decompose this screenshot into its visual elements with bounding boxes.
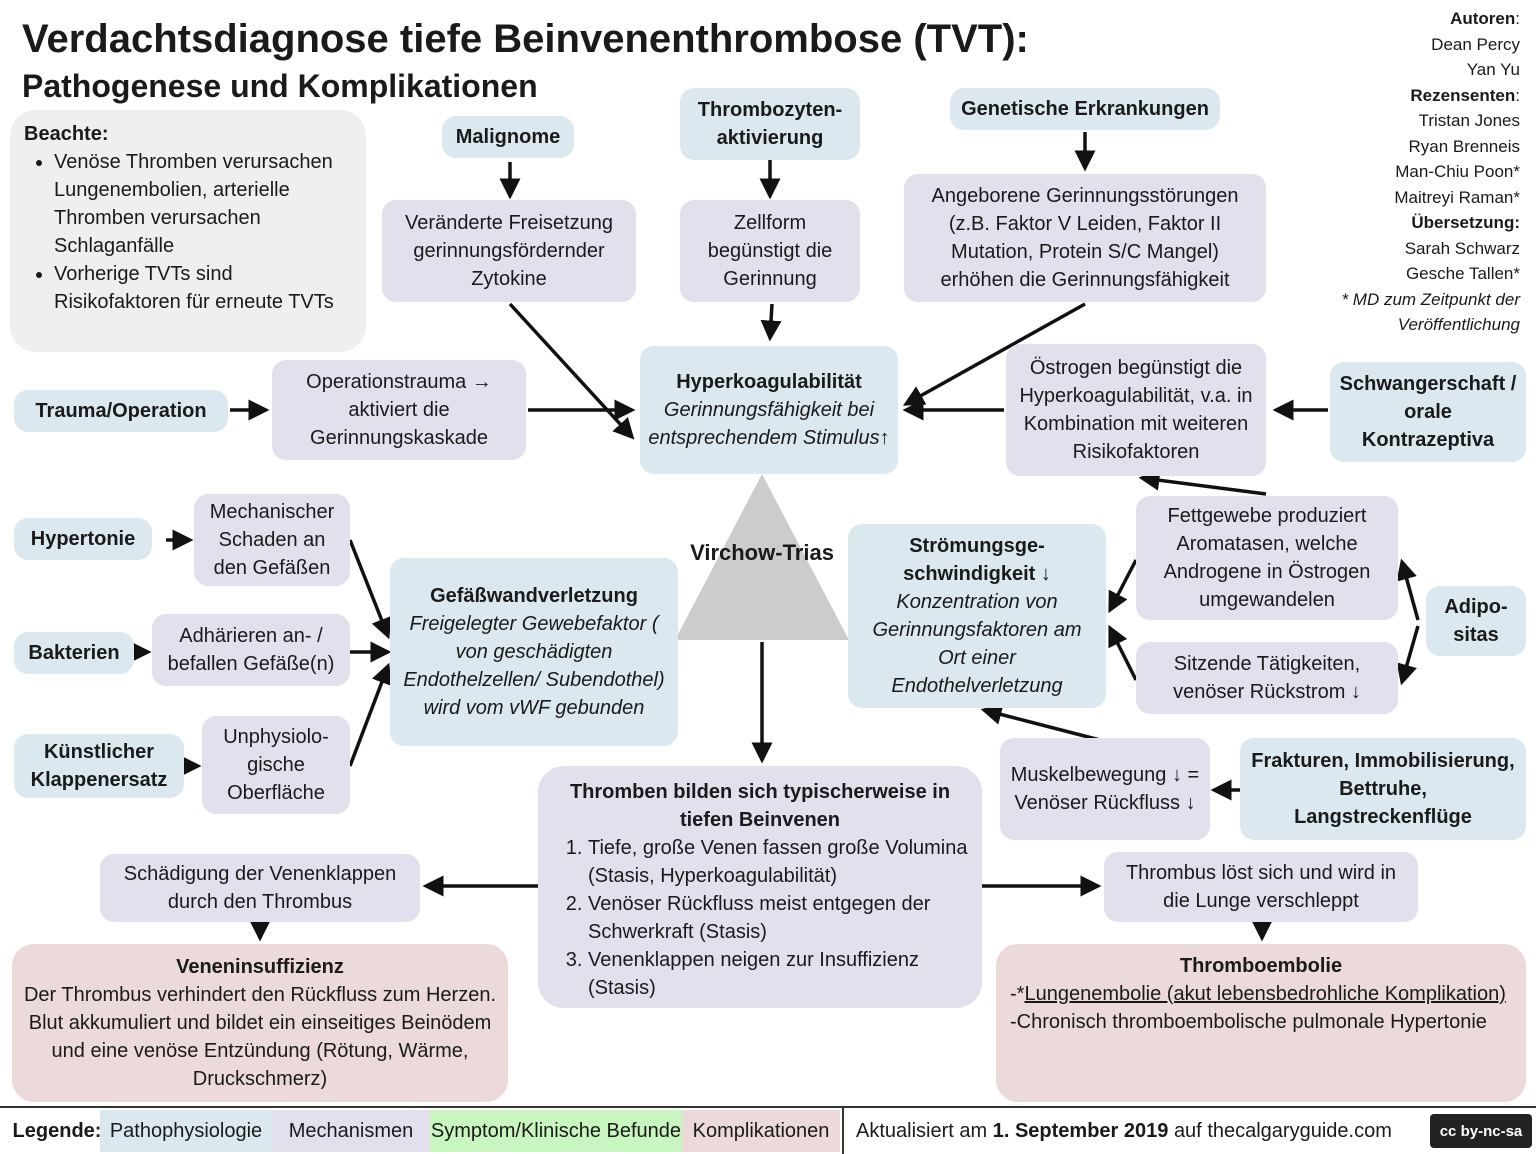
reviewer: Maitreyi Raman*	[1394, 187, 1520, 207]
node-genetisch: Genetische Erkrankungen	[950, 88, 1220, 130]
node-operationstrauma: Operationstrauma → aktiviert die Gerinnu…	[272, 360, 526, 460]
node-hypertonie: Hypertonie	[14, 518, 152, 560]
legend-symptom: Symptom/Klinische Befunde	[430, 1110, 682, 1152]
thromben-title: Thromben bilden sich typischerweise in t…	[569, 781, 951, 831]
arrow	[1396, 625, 1420, 686]
note-box: Beachte: Venöse Thromben verursachen Lun…	[10, 110, 366, 352]
arrow	[348, 662, 392, 767]
note-heading: Beachte:	[24, 123, 109, 145]
legend-komplikationen: Komplikationen	[682, 1110, 840, 1152]
page-subtitle: Pathogenese und Komplikationen	[22, 68, 538, 104]
veneninsuff-text: Der Thrombus verhindert den Rückfluss zu…	[23, 984, 497, 1090]
stroemung-text: Konzentration von Gerinnungsfaktoren am …	[872, 591, 1082, 697]
thromboembolie-line2: -Chronisch thromboembolische pulmonale H…	[1010, 1011, 1487, 1033]
node-venenklappen: Schädigung der Venenklappen durch den Th…	[100, 854, 420, 922]
node-unphysiologisch: Unphysiolo-gische Oberfläche	[202, 716, 350, 814]
legend-mechanismen: Mechanismen	[272, 1110, 430, 1152]
author: Dean Percy	[1431, 34, 1520, 54]
node-klappenersatz: Künstlicher Klappenersatz	[14, 734, 184, 798]
gefaess-text: Freigelegter Gewebefaktor ( von geschädi…	[403, 613, 665, 719]
arrow	[348, 539, 392, 640]
node-hyperkoagulabilitaet: Hyperkoagulabilität Gerinnungsfähigkeit …	[640, 346, 898, 474]
node-thrombozyten: Thrombozyten-aktivierung	[680, 88, 860, 160]
reviewer: Tristan Jones	[1418, 111, 1520, 130]
arrow	[1108, 559, 1138, 614]
updated-date: 1. September 2019	[992, 1120, 1169, 1142]
footnote: Veröffentlichung	[1397, 315, 1520, 334]
stroemung-title: Strömungsge-schwindigkeit ↓	[903, 535, 1051, 585]
reviewer: Man-Chiu Poon*	[1395, 162, 1520, 181]
cc-license-icon: cc by-nc-sa	[1430, 1114, 1532, 1148]
node-fettgewebe: Fettgewebe produziert Aromatasen, welche…	[1136, 496, 1398, 620]
thromben-item: Tiefe, große Venen fassen große Volumina…	[588, 834, 968, 890]
author: Yan Yu	[1466, 60, 1520, 79]
arrow	[980, 704, 1101, 742]
credits: Autoren: Dean Percy Yan Yu Rezensenten: …	[1341, 6, 1520, 338]
node-zellform: Zellform begünstigt die Gerinnung	[680, 200, 860, 302]
thromben-item: Venöser Rückfluss meist entgegen der Sch…	[588, 890, 968, 946]
reviewers-label: Rezensenten	[1410, 85, 1516, 105]
reviewer: Ryan Brenneis	[1408, 136, 1520, 156]
gefaess-title: Gefäßwandverletzung	[430, 585, 638, 607]
legend-label: Legende:	[12, 1120, 102, 1142]
site-link[interactable]: thecalgaryguide.com	[1207, 1120, 1392, 1142]
note-bullet: Venöse Thromben verursachen Lungenemboli…	[54, 148, 352, 260]
thromboembolie-line1: Lungenembolie (akut lebensbedrohliche Ko…	[1024, 983, 1506, 1005]
node-lunge: Thrombus löst sich und wird in die Lunge…	[1104, 852, 1418, 922]
node-stroemung: Strömungsge-schwindigkeit ↓ Konzentratio…	[848, 524, 1106, 708]
legend-bar: Legende: Pathophysiologie Mechanismen Sy…	[0, 1106, 1536, 1154]
node-schwangerschaft: Schwangerschaft / orale Kontrazeptiva	[1330, 362, 1526, 462]
node-oestrogen: Östrogen begünstigt die Hyperkoagulabili…	[1006, 344, 1266, 476]
legend-pathophysiologie: Pathophysiologie	[100, 1110, 272, 1152]
node-frakturen: Frakturen, Immobilisierung, Bettruhe, La…	[1240, 738, 1526, 840]
translation-label: Übersetzung:	[1411, 213, 1520, 232]
arrow	[508, 302, 635, 440]
node-gefaesswand: Gefäßwandverletzung Freigelegter Gewebef…	[390, 558, 678, 746]
node-thromboembolie: Thromboembolie -*Lungenembolie (akut leb…	[996, 944, 1526, 1102]
footnote: * MD zum Zeitpunkt der	[1341, 289, 1520, 309]
translator: Sarah Schwarz	[1404, 238, 1520, 258]
arrow	[902, 302, 1086, 406]
updated-line: Aktualisiert am 1. September 2019 auf th…	[856, 1110, 1426, 1152]
node-malignome-effect: Veränderte Freisetzung gerinnungsfördern…	[382, 200, 636, 302]
virchow-trias-label: Virchow-Trias	[690, 540, 834, 565]
updated-mid: auf	[1173, 1120, 1202, 1142]
thromboembolie-marker: -*	[1010, 983, 1025, 1005]
node-malignome: Malignome	[442, 116, 574, 158]
node-adipositas: Adipo-sitas	[1426, 586, 1526, 656]
node-adhaerieren: Adhärieren an- / befallen Gefäße(n)	[152, 614, 350, 686]
hyper-text: Gerinnungsfähigkeit bei entsprechendem S…	[648, 399, 890, 449]
node-mech-schaden: Mechanischer Schaden an den Gefäßen	[194, 494, 350, 586]
arrow	[1396, 558, 1420, 621]
arrow	[760, 303, 782, 342]
node-sitzend: Sitzende Tätigkeiten, venöser Rückstrom …	[1136, 642, 1398, 714]
arrow-layer	[130, 132, 1420, 942]
legend-divider	[842, 1108, 844, 1154]
node-thromben: Thromben bilden sich typischerweise in t…	[538, 766, 982, 1008]
hyper-title: Hyperkoagulabilität	[676, 371, 862, 393]
arrow	[1138, 469, 1267, 496]
authors-label: Autoren	[1450, 9, 1516, 28]
page-title: Verdachtsdiagnose tiefe Beinvenenthrombo…	[22, 17, 1029, 61]
virchow-triangle	[675, 474, 849, 640]
veneninsuff-title: Veneninsuffizienz	[176, 956, 344, 978]
node-veneninsuffizienz: Veneninsuffizienz Der Thrombus verhinder…	[12, 944, 508, 1102]
node-angeboren: Angeborene Gerinnungsstörungen (z.B. Fak…	[904, 174, 1266, 302]
node-muskel: Muskelbewegung ↓ = Venöser Rückfluss ↓	[1000, 738, 1210, 840]
updated-prefix: Aktualisiert am	[856, 1120, 988, 1142]
translator: Gesche Tallen*	[1405, 264, 1520, 283]
node-bakterien: Bakterien	[14, 632, 134, 674]
note-bullet: Vorherige TVTs sind Risikofaktoren für e…	[54, 260, 352, 316]
thromben-item: Venenklappen neigen zur Insuffizienz (St…	[588, 946, 968, 1002]
thromboembolie-title: Thromboembolie	[1179, 955, 1343, 977]
node-trauma: Trauma/Operation	[14, 390, 228, 432]
arrow	[1108, 624, 1138, 681]
